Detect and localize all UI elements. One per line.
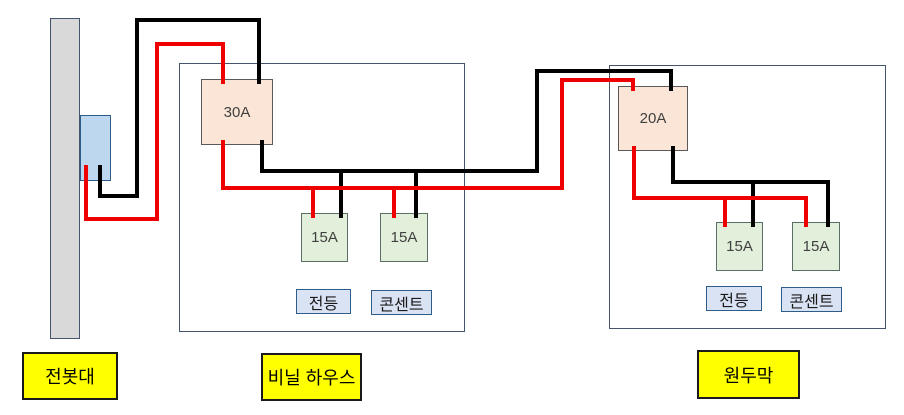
electric-meter-box — [80, 115, 111, 181]
greenhouse-branch-breaker-outlet: 15A — [380, 213, 428, 262]
hut-branch-breaker-light: 15A — [716, 222, 763, 271]
greenhouse-branch-breaker-outlet-label: 15A — [390, 229, 418, 246]
site-label-pole: 전봇대 — [22, 352, 118, 400]
greenhouse-load-outlet-text: 콘센트 — [379, 296, 424, 314]
site-label-hut-text: 원두막 — [723, 365, 774, 386]
hut-main-breaker: 20A — [618, 86, 688, 151]
hut-load-label-light: 전등 — [706, 286, 762, 311]
greenhouse-main-breaker: 30A — [201, 79, 273, 145]
utility-pole — [50, 18, 80, 339]
hut-load-label-outlet: 콘센트 — [781, 287, 842, 312]
hut-branch-breaker-light-label: 15A — [726, 238, 753, 255]
greenhouse-main-breaker-label: 30A — [223, 103, 251, 121]
site-label-hut: 원두막 — [697, 350, 800, 399]
hut-branch-breaker-outlet-label: 15A — [802, 238, 830, 255]
hut-load-outlet-text: 콘센트 — [789, 293, 834, 311]
greenhouse-branch-breaker-light: 15A — [301, 213, 348, 262]
site-label-greenhouse: 비닐 하우스 — [261, 353, 362, 401]
site-label-pole-text: 전봇대 — [45, 367, 95, 387]
greenhouse-branch-breaker-light-label: 15A — [311, 229, 338, 246]
greenhouse-load-label-outlet: 콘센트 — [371, 290, 432, 315]
hut-main-breaker-label: 20A — [639, 110, 667, 127]
hut-branch-breaker-outlet: 15A — [792, 222, 840, 271]
site-label-greenhouse-text: 비닐 하우스 — [267, 368, 356, 388]
greenhouse-load-light-text: 전등 — [308, 295, 339, 313]
hut-outline — [609, 65, 886, 329]
greenhouse-load-label-light: 전등 — [296, 289, 351, 314]
hut-load-light-text: 전등 — [719, 292, 749, 310]
